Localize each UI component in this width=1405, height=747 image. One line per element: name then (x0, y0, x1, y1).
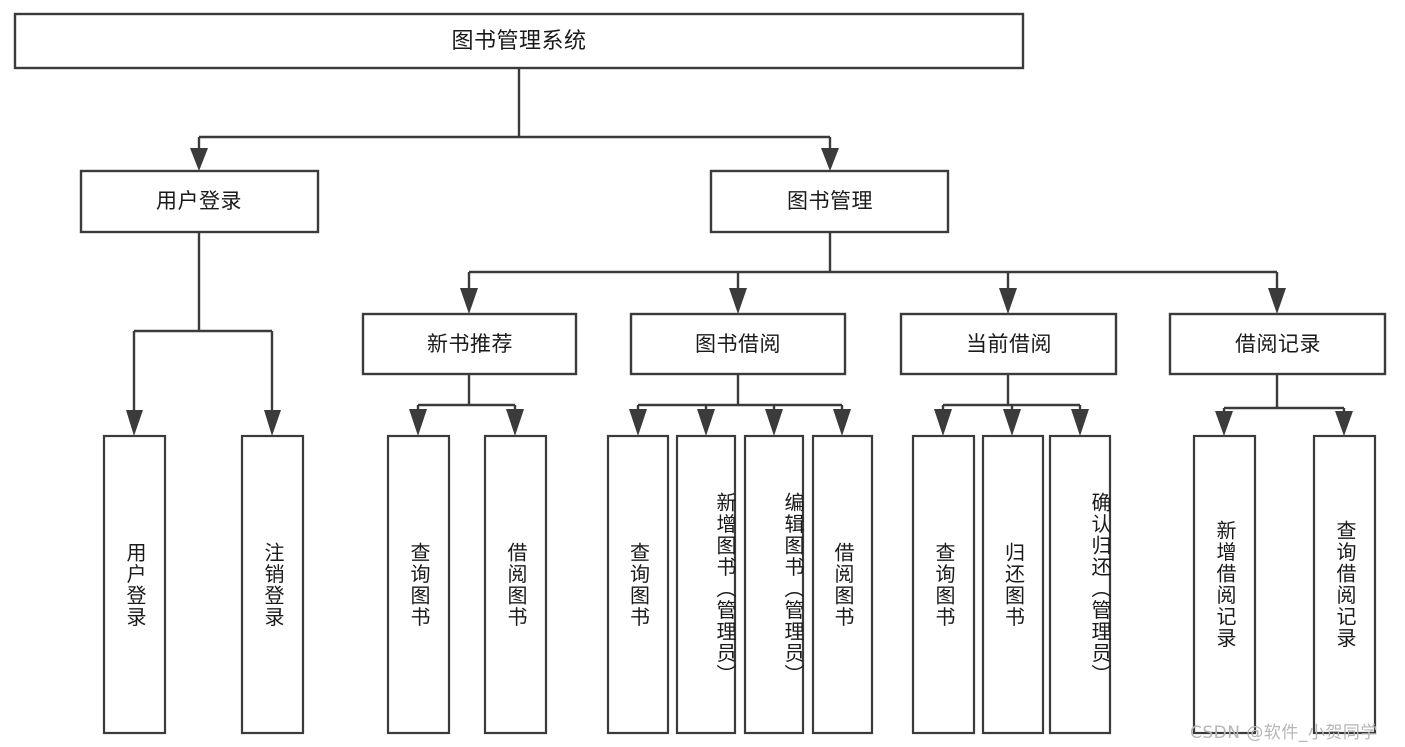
arrow-head-current-borrow (999, 288, 1017, 314)
node-borrow-record[interactable]: 借阅记录 (1168, 312, 1387, 376)
arrow-head-borrow-record (1268, 288, 1286, 314)
leaf-box-add-borrow-record[interactable] (1192, 434, 1257, 735)
node-new-book-recommend[interactable]: 新书推荐 (361, 312, 578, 376)
connector-group-user-login (126, 232, 281, 436)
arrow-head-book-manage (821, 148, 839, 171)
node-new-book-recommend-box[interactable] (361, 312, 578, 376)
connector-group-current-borrow (934, 374, 1089, 436)
csdn-watermark: CSDN @软件_小贺同学 (1190, 723, 1378, 743)
connector-group-borrow-record (1215, 374, 1353, 436)
arrow-head-leaf-query-book-recommend (409, 409, 427, 436)
arrow-head-leaf-return-book (1003, 409, 1021, 436)
leaf-box-user-login[interactable] (102, 434, 167, 735)
arrow-head-leaf-borrow-book-recommend (506, 409, 524, 436)
leaf-box-query-borrow-record[interactable] (1312, 434, 1377, 735)
arrow-head-leaf-query-book-borrow (629, 409, 647, 436)
node-book-manage-box[interactable] (709, 169, 950, 234)
arrow-head-leaf-borrow-book (833, 409, 851, 436)
node-current-borrow-box[interactable] (899, 312, 1118, 376)
node-user-login-box[interactable] (79, 169, 320, 234)
leaf-box-add-book[interactable] (675, 434, 737, 735)
node-book-borrow-label: 图书借阅 (695, 332, 781, 356)
leaf-box-user-logout[interactable] (240, 434, 305, 735)
node-borrow-record-label: 借阅记录 (1235, 332, 1321, 356)
node-user-login-label: 用户登录 (156, 189, 242, 213)
leaf-box-borrow-book-recommend[interactable] (483, 434, 548, 735)
leaf-box-confirm-return[interactable] (1048, 434, 1112, 735)
node-root-box[interactable] (13, 12, 1025, 70)
node-new-book-recommend-label: 新书推荐 (427, 332, 513, 356)
node-root[interactable]: 图书管理系统 (13, 12, 1025, 70)
node-root-label: 图书管理系统 (451, 29, 586, 54)
node-book-manage[interactable]: 图书管理 (709, 169, 950, 234)
node-book-manage-label: 图书管理 (787, 189, 873, 213)
leaf-box-query-book-recommend[interactable] (386, 434, 451, 735)
arrow-head-book-borrow (729, 288, 747, 314)
leaf-boxes (102, 434, 1377, 735)
leaf-box-edit-book[interactable] (743, 434, 805, 735)
connector-group-book-manage (460, 232, 1286, 314)
leaf-box-query-book-borrow[interactable] (606, 434, 670, 735)
leaf-box-borrow-book[interactable] (811, 434, 874, 735)
arrow-head-user-login (190, 148, 208, 171)
node-user-login[interactable]: 用户登录 (79, 169, 320, 234)
node-borrow-record-box[interactable] (1168, 312, 1387, 376)
node-current-borrow[interactable]: 当前借阅 (899, 312, 1118, 376)
node-current-borrow-label: 当前借阅 (966, 332, 1052, 356)
arrow-head-leaf-add-book (697, 409, 715, 436)
arrow-head-new-book-recommend (460, 288, 478, 314)
leaf-box-return-book[interactable] (981, 434, 1045, 735)
arrow-head-leaf-user-login (126, 410, 143, 436)
arrow-head-leaf-edit-book (765, 409, 783, 436)
leaf-box-query-book-current[interactable] (911, 434, 976, 735)
arrow-head-leaf-confirm-return (1071, 409, 1089, 436)
arrow-head-leaf-query-book-current (934, 409, 952, 436)
node-book-borrow-box[interactable] (629, 312, 847, 376)
arrow-head-leaf-query-borrow-record (1335, 411, 1353, 436)
connector-group-root (190, 68, 839, 171)
arrow-head-leaf-user-logout (264, 410, 281, 436)
connector-group-book-borrow (629, 374, 851, 436)
arrow-head-leaf-add-borrow-record (1215, 411, 1233, 436)
node-book-borrow[interactable]: 图书借阅 (629, 312, 847, 376)
connector-group-new-book-recommend (409, 374, 524, 436)
